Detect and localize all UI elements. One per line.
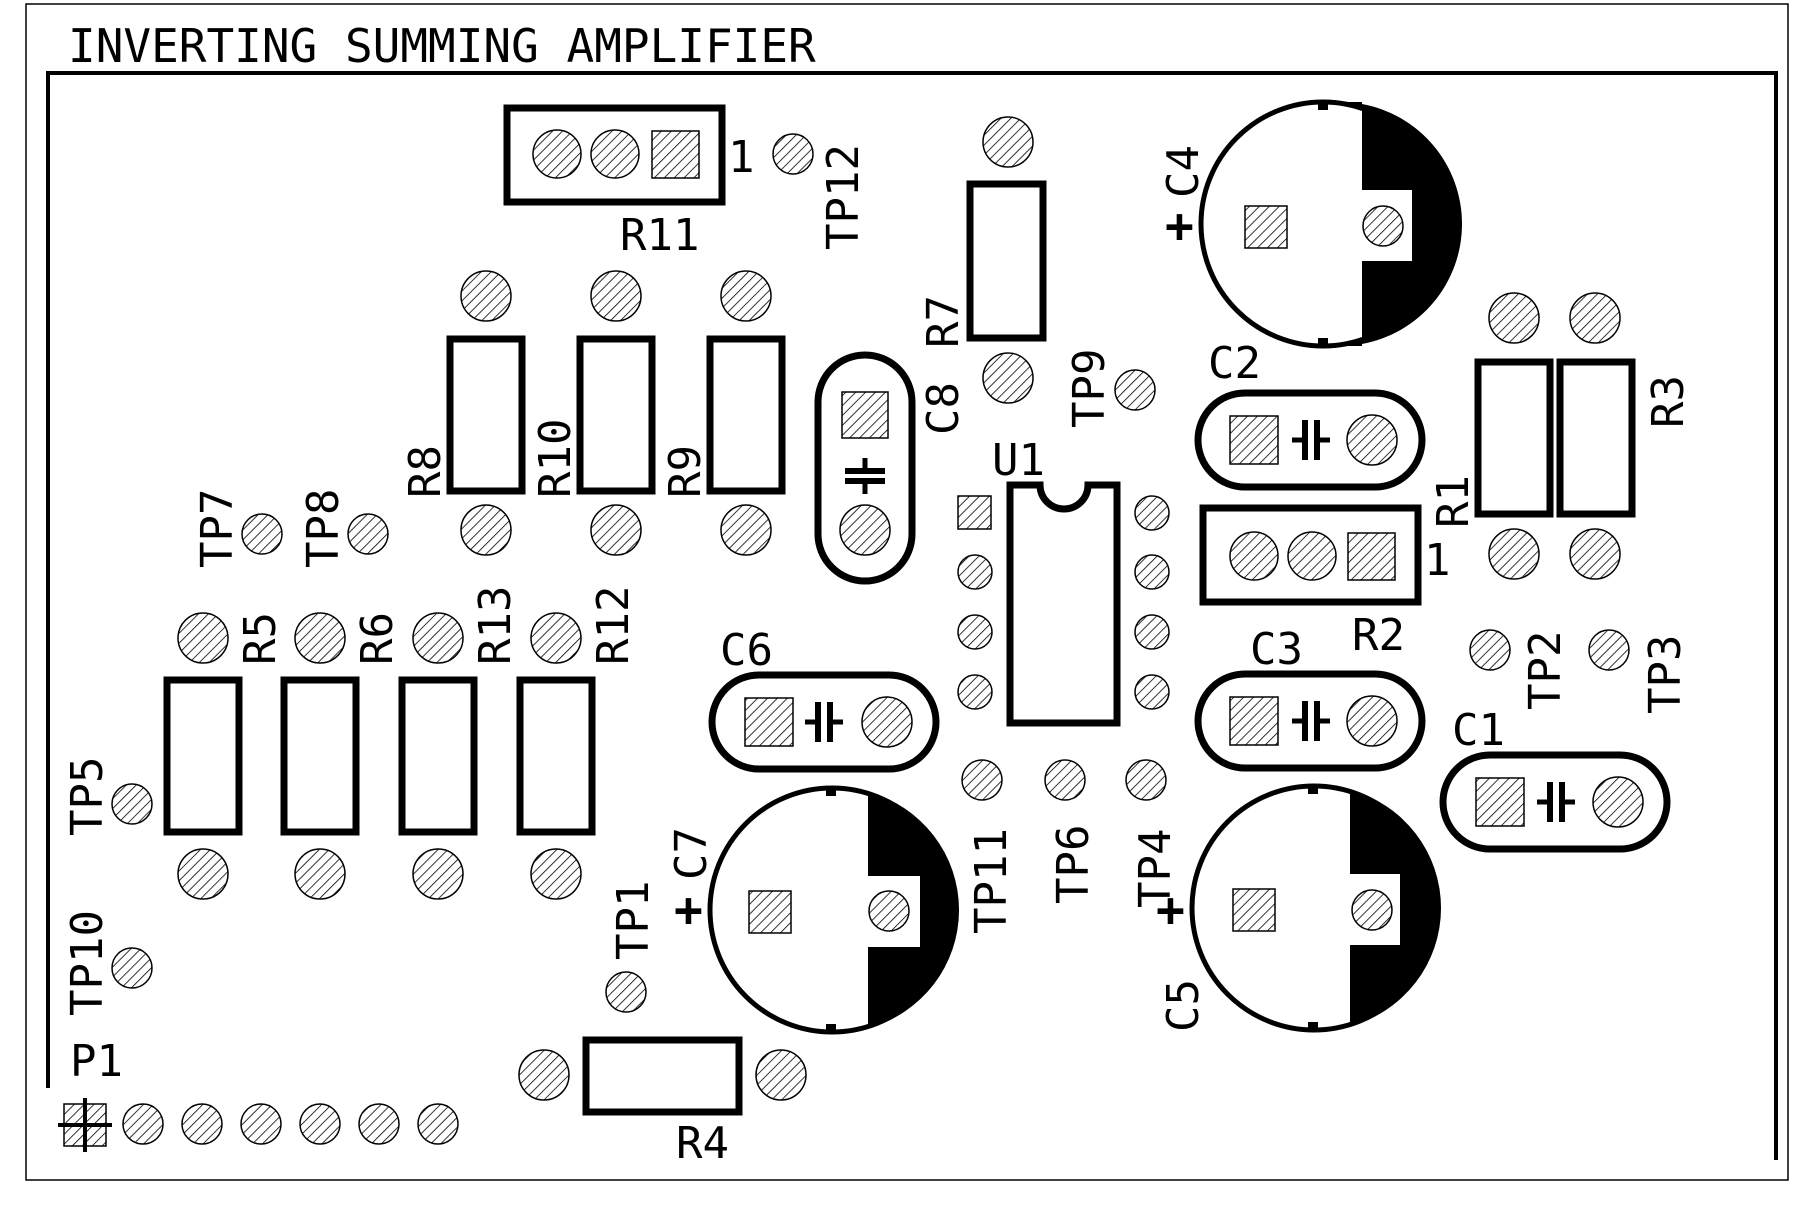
p1-connector — [58, 1098, 459, 1152]
label-tp4: TP4 — [1130, 829, 1181, 908]
r13-resistor — [398, 612, 478, 900]
label-r3: R3 — [1643, 375, 1694, 428]
r8-resistor — [446, 270, 526, 556]
label-c5-plus: + — [1156, 882, 1185, 938]
tp3-pad — [1588, 629, 1630, 671]
r2-trimmer — [1199, 504, 1422, 606]
label-c5: C5 — [1158, 979, 1209, 1032]
label-r1: R1 — [1428, 475, 1479, 528]
label-r11: R11 — [620, 210, 699, 261]
label-tp8: TP8 — [298, 489, 349, 568]
label-r9: R9 — [660, 445, 711, 498]
c2-capacitor — [1194, 389, 1426, 491]
label-r4: R4 — [676, 1118, 729, 1169]
label-r7: R7 — [918, 295, 969, 348]
tp1-pad — [605, 971, 647, 1013]
label-c7: C7 — [666, 827, 717, 880]
label-tp9: TP9 — [1064, 349, 1115, 428]
tp11-pad — [961, 759, 1003, 801]
label-r10: R10 — [530, 419, 581, 498]
r5-resistor — [163, 612, 243, 900]
label-tp1: TP1 — [608, 881, 659, 960]
c3-capacitor — [1194, 670, 1426, 772]
label-r12: R12 — [588, 586, 639, 665]
c6-capacitor — [708, 671, 940, 773]
label-c8: C8 — [918, 382, 969, 435]
c7-capacitor — [707, 785, 960, 1035]
u1-ic — [957, 481, 1170, 727]
label-p1: P1 — [70, 1036, 123, 1087]
label-c4: C4 — [1158, 145, 1209, 198]
label-tp12: TP12 — [818, 144, 869, 250]
c5-capacitor — [1189, 783, 1442, 1033]
r11-trimmer — [503, 104, 726, 206]
label-r8: R8 — [400, 445, 451, 498]
r10-resistor — [576, 270, 656, 556]
label-r2-pin1: 1 — [1424, 535, 1451, 586]
label-tp2: TP2 — [1520, 631, 1571, 710]
r6-resistor — [280, 612, 360, 900]
tp7-pad — [241, 513, 283, 555]
label-r11-pin1: 1 — [728, 132, 755, 183]
label-c3: C3 — [1250, 624, 1303, 675]
label-r6: R6 — [352, 612, 403, 665]
board-outline — [46, 71, 1778, 1160]
label-r5: R5 — [235, 612, 286, 665]
tp9-pad — [1114, 369, 1156, 411]
tp6-pad — [1044, 759, 1086, 801]
board-title: INVERTING SUMMING AMPLIFIER — [68, 19, 816, 73]
r3-resistor — [1556, 292, 1636, 580]
label-u1: U1 — [992, 435, 1045, 486]
outer-border — [25, 3, 1789, 1181]
c1-capacitor — [1439, 751, 1671, 853]
c8-capacitor — [814, 351, 916, 585]
tp10-pad — [111, 947, 153, 989]
label-c7-plus: + — [674, 882, 703, 938]
label-tp10: TP10 — [62, 910, 113, 1016]
label-r13: R13 — [470, 586, 521, 665]
label-tp6: TP6 — [1048, 825, 1099, 904]
tp12-pad — [772, 133, 814, 175]
r1-resistor — [1474, 292, 1554, 580]
c4-capacitor — [1198, 99, 1462, 349]
tp5-pad — [111, 783, 153, 825]
r4-resistor — [518, 1036, 807, 1116]
r7-resistor — [966, 116, 1047, 404]
label-r2: R2 — [1352, 610, 1405, 661]
label-tp5: TP5 — [62, 757, 113, 836]
tp2-pad — [1469, 629, 1511, 671]
label-c2: C2 — [1208, 338, 1261, 389]
r12-resistor — [516, 612, 596, 900]
tp8-pad — [347, 513, 389, 555]
tp4-pad — [1125, 759, 1167, 801]
r9-resistor — [706, 270, 786, 556]
label-tp7: TP7 — [192, 489, 243, 568]
label-tp3: TP3 — [1640, 635, 1691, 714]
label-c1: C1 — [1452, 705, 1505, 756]
label-c6: C6 — [720, 625, 773, 676]
label-c4-plus: + — [1165, 198, 1194, 254]
label-tp11: TP11 — [966, 828, 1017, 934]
